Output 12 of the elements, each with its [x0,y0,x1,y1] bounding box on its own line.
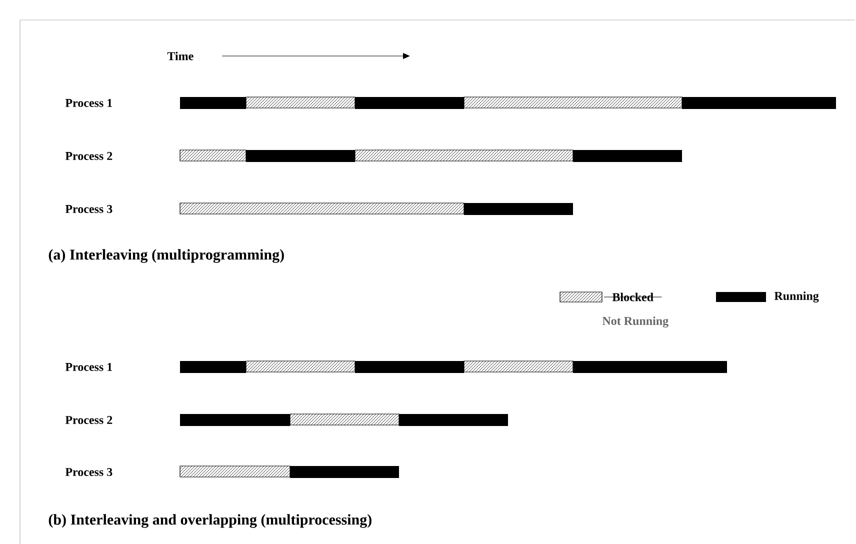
caption: (a) Interleaving (multiprogramming) [48,249,284,263]
label: Process 3 [65,468,112,476]
label: Process 1 [65,362,112,372]
label: Process 2 [65,152,112,160]
label: Process 3 [65,204,112,214]
label: Time [167,52,194,60]
label: Process 1 [65,98,112,108]
label: Process 2 [65,416,112,424]
caption: (b) Interleaving and overlapping (multiprocessing) [48,514,372,528]
struck-label: Blocked [604,292,662,302]
legend-label: Running [774,292,819,302]
legend-label: Not Running [602,316,668,328]
